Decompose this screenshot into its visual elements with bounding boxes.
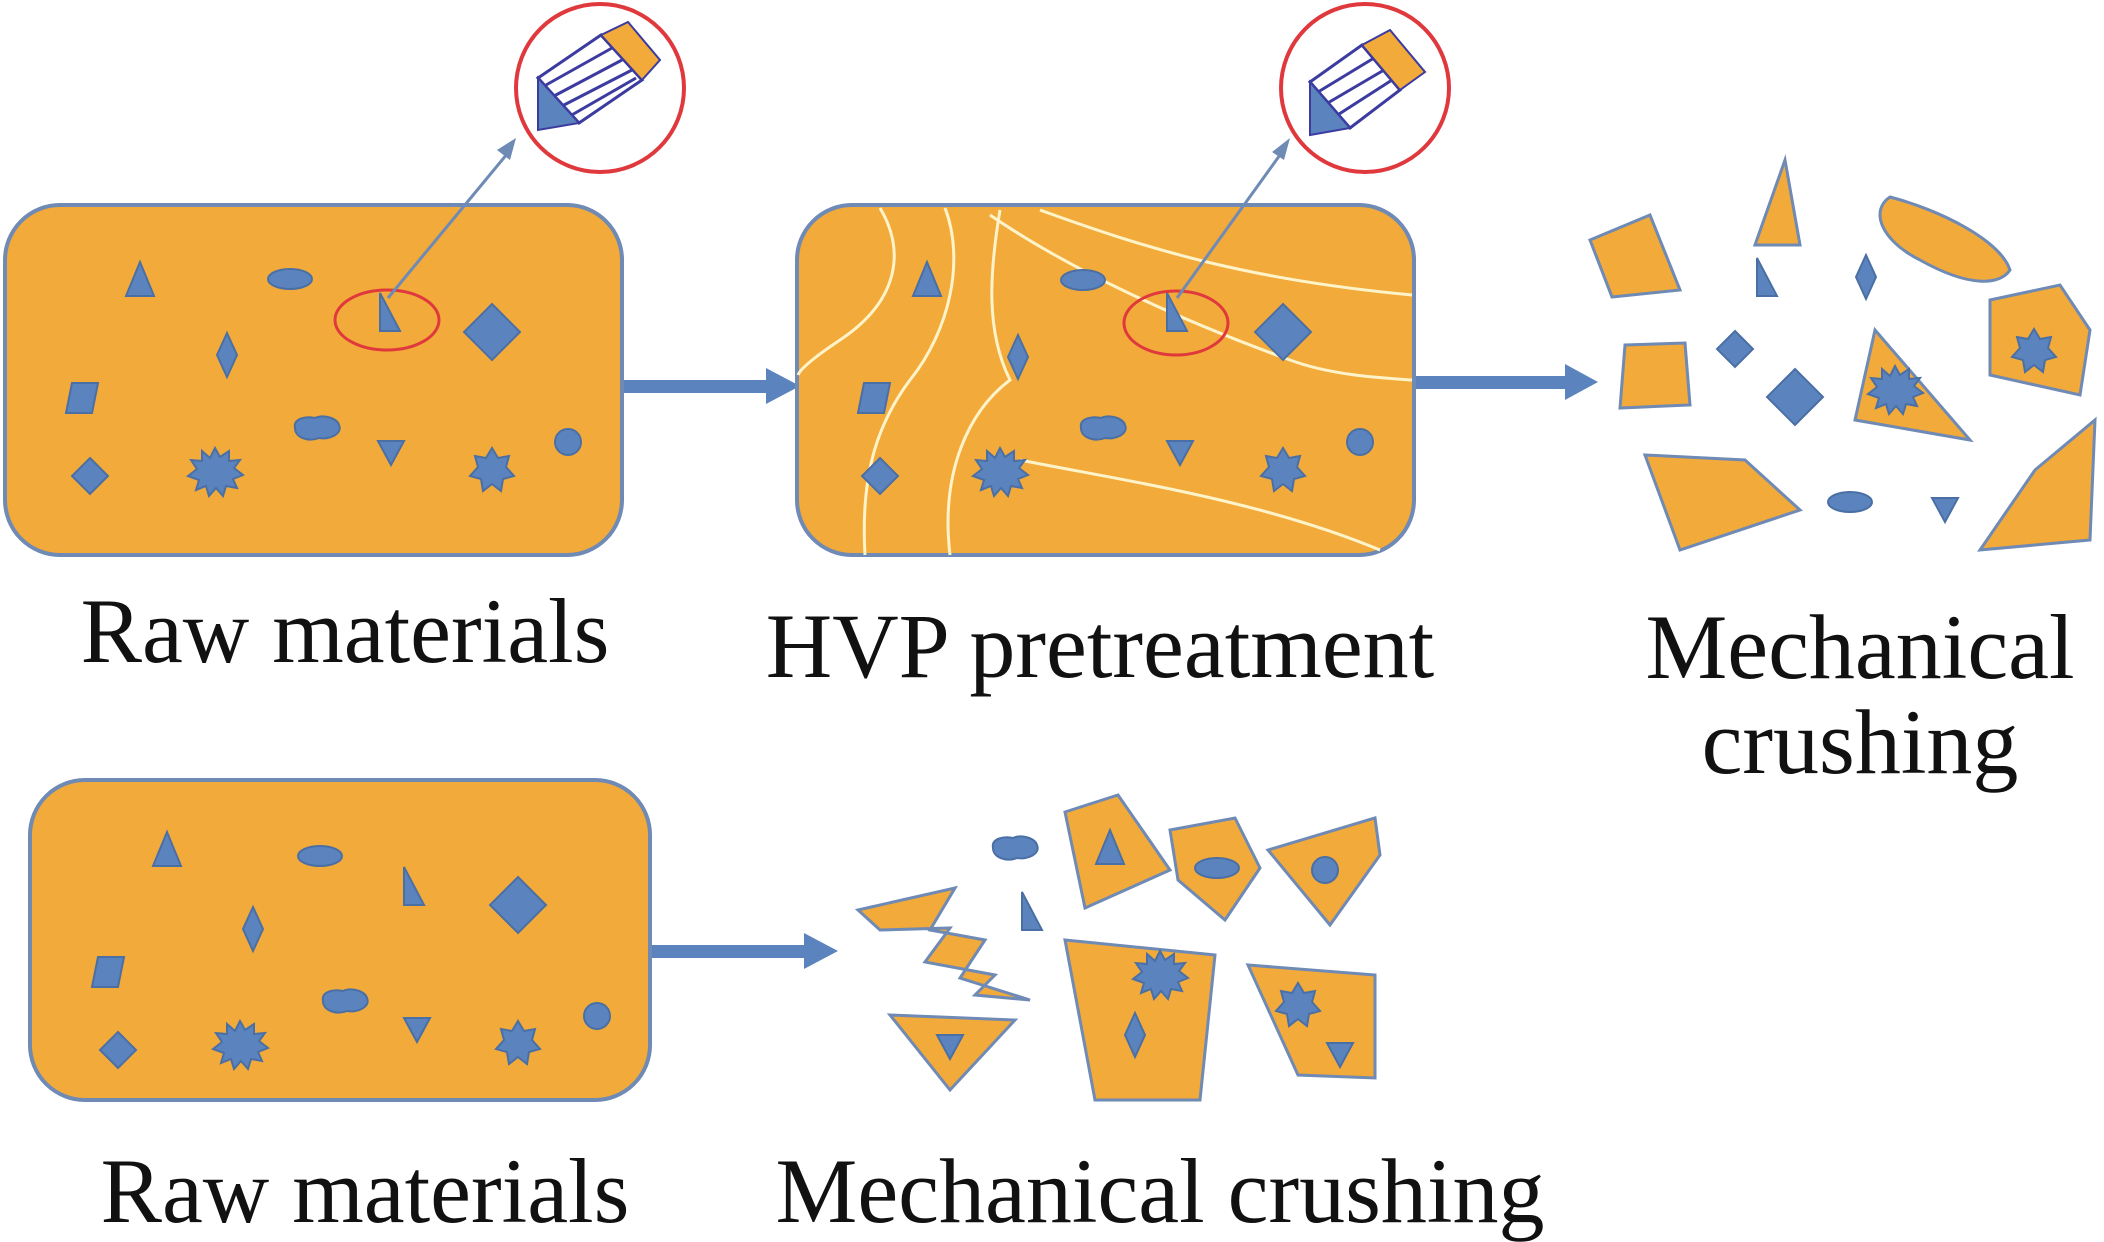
bottom-crushed-fragments [854,793,1382,1102]
magnified-particle-icon [514,2,686,174]
label-top-raw-materials: Raw materials [80,580,610,682]
zoom-pointer [386,147,514,299]
arrow-2 [1416,364,1598,400]
arrow-3 [652,933,838,969]
bottom-raw-block [28,778,652,1102]
crack-lines [796,207,1413,556]
label-bottom-mechanical-crushing: Mechanical crushing [775,1140,1545,1242]
label-top-mechanical-crushing: Mechanical crushing [1645,596,2075,793]
highlight-ring [333,288,441,352]
top-hvp-block [795,203,1416,557]
top-crushed-fragments [1588,154,2097,552]
magnified-particle-icon [1279,2,1451,174]
highlight-ring [1122,289,1230,357]
label-hvp-pretreatment: HVP pretreatment [765,595,1435,697]
arrow-1 [624,368,800,404]
label-bottom-raw-materials: Raw materials [100,1140,630,1242]
top-raw-block [3,203,624,557]
zoom-pointer [1175,147,1287,299]
